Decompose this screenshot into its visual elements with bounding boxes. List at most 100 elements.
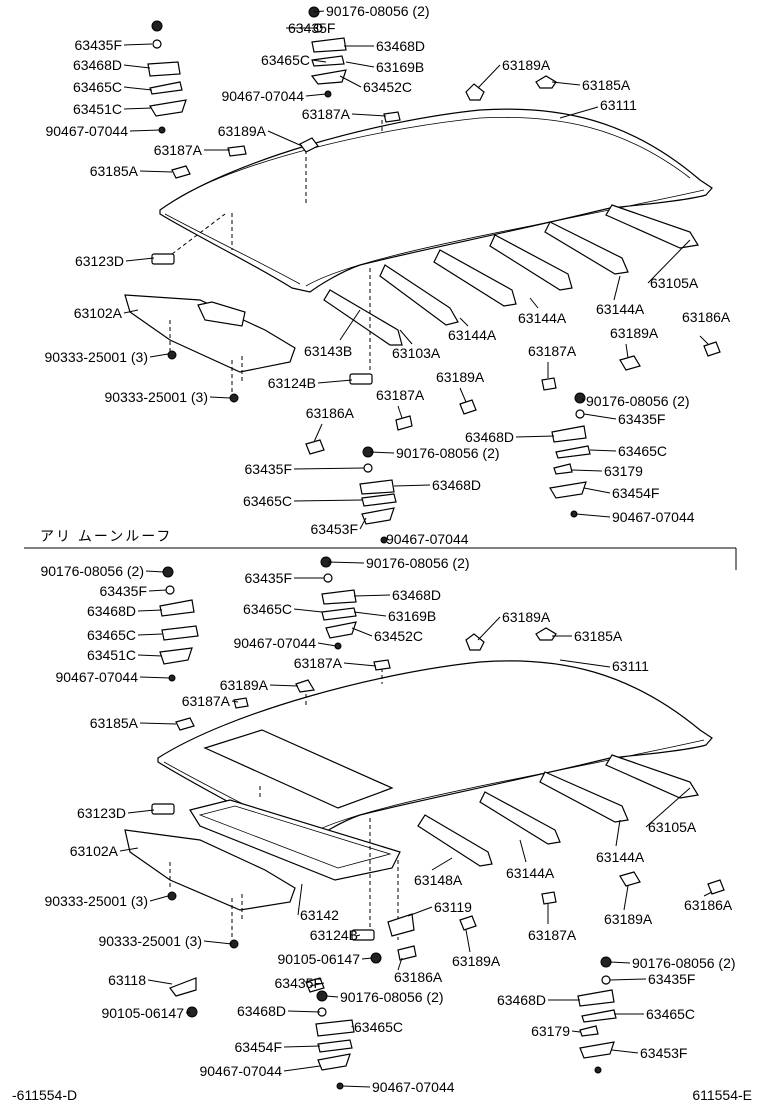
bottom-part-label: 63185A [90, 715, 139, 731]
bottom-part-label: 63118 [108, 972, 146, 988]
bottom-part-label: 63179 [531, 1023, 570, 1039]
sunroof-housing [189, 799, 401, 881]
top-part-label: 63453F [311, 521, 358, 537]
bottom-part-label: 63465C [87, 627, 136, 643]
bottom-part-label: 63189A [502, 609, 551, 625]
sunroof-opening [203, 729, 394, 809]
top-leader-line [559, 106, 599, 119]
bottom-leader-line [431, 857, 453, 871]
top-leader-line [267, 130, 303, 147]
top-leader-line [351, 113, 387, 117]
top-part-label: 63144A [518, 310, 567, 326]
top-part-label: 63465C [261, 52, 310, 68]
bottom-part-label: 63468D [497, 992, 546, 1008]
bottom-part-label: 90176-08056 (2) [632, 955, 736, 971]
bottom-leader-line [519, 839, 527, 863]
top-diagram [124, 6, 721, 544]
bottom-leader-line [615, 819, 621, 847]
bottom-diagram [124, 556, 725, 1090]
top-part-label: 63187A [302, 106, 351, 122]
bottom-leader-line [283, 1045, 321, 1048]
top-leader-line [293, 467, 365, 470]
top-leader-line [129, 129, 161, 132]
bottom-part-label: 90176-08056 (2) [366, 555, 470, 571]
top-part-label: 63454F [612, 485, 659, 501]
bottom-part-label: 63144A [506, 865, 555, 881]
bottom-part-label: 63435F [648, 971, 695, 987]
bottom-part-label: 63111 [612, 658, 649, 674]
top-leader-line [339, 75, 362, 88]
top-part-label: 90333-25001 (3) [44, 349, 148, 365]
bottom-part-label: 63468D [237, 1003, 286, 1019]
top-part-label: 90467-07044 [221, 88, 304, 104]
footer-right-code: 611554-E [692, 1087, 752, 1103]
top-part-label: 63144A [596, 301, 645, 317]
top-leader-line [393, 484, 431, 487]
top-leader-line [305, 93, 327, 97]
top-part-label: 63185A [90, 163, 139, 179]
footer-left-code: -611554-D [12, 1087, 77, 1103]
roof-bows-bottom [417, 754, 699, 867]
top-part-label: 63465C [618, 443, 667, 459]
bottom-leader-line [341, 1085, 371, 1088]
bottom-leader-line [465, 929, 471, 953]
bottom-part-label: 90467-07044 [233, 635, 316, 651]
bottom-leader-line [137, 609, 163, 612]
top-part-label: 63111 [600, 97, 637, 113]
top-leader-line [613, 275, 621, 301]
bottom-part-label: 90105-06147 [101, 1005, 184, 1021]
top-part-label: 63124B [268, 375, 316, 391]
top-leader-line [583, 487, 611, 494]
top-part-label: 90467-07044 [45, 123, 128, 139]
top-part-label: 63105A [650, 275, 699, 291]
bottom-part-label: 90176-08056 (2) [40, 563, 144, 579]
top-leader-line [293, 499, 363, 502]
top-leader-line [647, 239, 691, 284]
top-part-label: 63189A [502, 57, 551, 73]
bottom-part-label: 63189A [220, 677, 269, 693]
bottom-part-label: 63187A [528, 927, 577, 943]
top-part-label: 63179 [604, 463, 643, 479]
bottom-leader-line [623, 885, 629, 911]
top-leader-line [399, 329, 413, 345]
top-leader-line [209, 396, 231, 399]
top-leader-line [369, 451, 395, 454]
bottom-part-label: 90467-07044 [55, 669, 138, 685]
top-leader-line [551, 81, 581, 86]
bottom-leader-line [185, 1011, 191, 1014]
bottom-leader-line [283, 1065, 321, 1072]
bottom-part-label: 63185A [574, 628, 623, 644]
top-part-label: 63468D [465, 429, 514, 445]
top-part-label: 90333-25001 (3) [104, 389, 208, 405]
top-part-label: 63435F [288, 20, 335, 36]
bottom-part-label: 63435F [100, 583, 147, 599]
top-part-label: 90467-07044 [612, 509, 695, 525]
bottom-part-label: 63452C [374, 628, 423, 644]
bottom-leader-line [361, 957, 373, 960]
top-leader-line [571, 469, 603, 472]
top-part-label: 63187A [154, 142, 203, 158]
top-leader-line [123, 86, 153, 91]
top-part-label: 63186A [306, 405, 355, 421]
bottom-part-label: 63102A [70, 843, 119, 859]
top-part-label: 63123D [75, 253, 124, 269]
bottom-part-label: 63142 [300, 907, 339, 923]
top-part-label: 90176-08056 (2) [396, 445, 500, 461]
bottom-part-label: 90176-08056 (2) [340, 989, 444, 1005]
top-part-label: 63435F [618, 411, 665, 427]
bottom-leader-line [309, 982, 325, 987]
top-part-label: 63465C [243, 493, 292, 509]
top-leader-line [589, 449, 617, 452]
bottom-leader-line [119, 847, 139, 852]
top-part-label: 63186A [682, 309, 731, 325]
top-leader-line [345, 61, 375, 68]
bottom-leader-line [355, 934, 361, 937]
top-part-label: 90176-08056 (2) [326, 3, 430, 19]
top-leader-line [477, 64, 501, 89]
top-leader-line [529, 297, 539, 309]
bottom-part-label: 63435F [245, 570, 292, 586]
bottom-part-label: 63189A [604, 911, 653, 927]
bottom-leader-line [293, 608, 323, 613]
bottom-callouts: 90176-08056 (2)90176-08056 (2)63435F6343… [40, 555, 735, 1095]
